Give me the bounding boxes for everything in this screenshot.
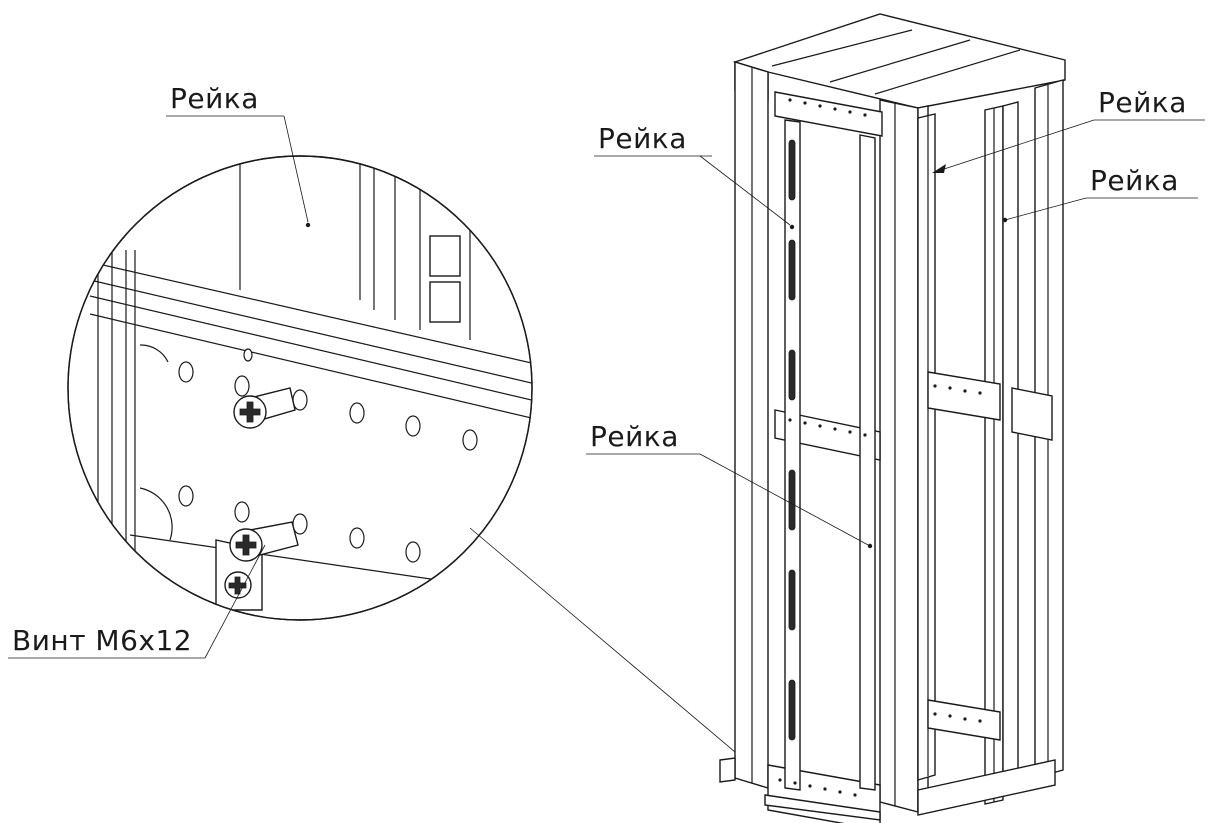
beam-hole-pattern <box>778 98 982 797</box>
roof-panel-seam <box>829 39 971 83</box>
rail-hole <box>405 415 421 437</box>
cutout-arc <box>139 344 169 363</box>
callout-screw-label: Винт М6х12 <box>12 624 192 657</box>
rail-slot <box>788 139 796 201</box>
roof-panel-seam <box>874 49 1021 95</box>
rail-hole <box>292 389 308 411</box>
rail-hole <box>178 361 194 383</box>
roof-panel-seam <box>771 29 913 67</box>
leader-dot <box>867 543 873 549</box>
rail-hole <box>243 348 253 362</box>
rail-slot <box>788 239 796 301</box>
rail-hole <box>349 402 365 424</box>
rail-slot <box>788 469 796 531</box>
slot-window <box>429 281 461 323</box>
callout-rail-middle: Рейка <box>586 420 873 549</box>
base-foot <box>719 757 736 783</box>
screw-upper <box>233 375 296 429</box>
slot-window <box>429 235 461 277</box>
rail-hole <box>462 429 478 451</box>
side-mid-beam <box>927 371 1001 421</box>
rail-hole <box>349 527 365 549</box>
leader-line <box>699 155 791 226</box>
cutout-arc <box>139 487 173 541</box>
rail-edge <box>89 279 532 386</box>
leader-line <box>283 115 309 223</box>
rear-rail <box>917 113 936 781</box>
rail-slot <box>788 679 796 741</box>
callout-screw: Винт М6х12 <box>8 544 266 659</box>
side-bracket <box>1011 387 1053 441</box>
leader-line <box>204 544 266 659</box>
callout-rail-front-left-label: Рейка <box>598 122 687 155</box>
rack-cabinet <box>719 13 1066 823</box>
rail-slot <box>788 349 796 401</box>
callout-rail-middle-label: Рейка <box>590 420 679 453</box>
rail-hole <box>292 513 308 535</box>
detail-leader-line <box>469 527 781 791</box>
front-mid-beam <box>774 409 881 461</box>
screw-lower <box>224 501 299 599</box>
callout-rail-front-right: Рейка <box>932 86 1205 173</box>
leader-line <box>699 453 871 547</box>
rail-edge <box>89 313 532 421</box>
detail-view <box>67 155 533 621</box>
leader-dot <box>1002 217 1008 223</box>
right-rail-side <box>1002 101 1019 795</box>
front-right-post <box>879 99 919 813</box>
base-plinth <box>917 759 1056 816</box>
leader-line <box>1004 197 1087 221</box>
detail-circle-outline <box>67 155 533 621</box>
detail-circle <box>67 155 533 621</box>
front-top-beam <box>774 91 883 137</box>
leader-line <box>934 119 1095 173</box>
rail-slot <box>788 569 796 631</box>
callout-rail-detail-label: Рейка <box>170 82 259 115</box>
front-right-rail <box>859 134 876 791</box>
callout-rail-rear-right-label: Рейка <box>1090 164 1179 197</box>
callout-rail-rear-right: Рейка <box>1002 164 1198 223</box>
rail-hole <box>178 485 194 507</box>
base-front-edge <box>764 794 881 821</box>
callout-rail-front-left: Рейка <box>594 122 795 230</box>
callout-rail-detail: Рейка <box>166 82 311 228</box>
leader-arrowhead <box>932 164 946 173</box>
leader-dot <box>789 224 795 230</box>
leader-dot <box>305 222 311 228</box>
rail-edge <box>89 295 532 403</box>
rail-hole <box>405 541 421 563</box>
callout-rail-front-right-label: Рейка <box>1098 86 1187 119</box>
rail-edge <box>89 261 532 366</box>
